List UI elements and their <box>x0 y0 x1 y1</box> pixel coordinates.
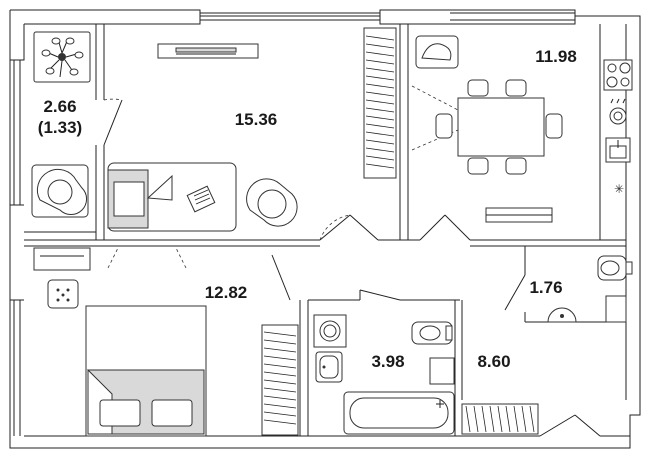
sink-icon <box>605 137 631 163</box>
wc-toilet-icon <box>597 255 633 281</box>
oven-icon <box>609 98 627 125</box>
hallway-fixtures <box>461 255 633 435</box>
kitchen-furniture: ✳ <box>411 35 633 223</box>
living-furniture <box>33 27 397 271</box>
dining-table-icon <box>435 79 563 175</box>
armchair-icon <box>36 168 88 216</box>
armchair-icon <box>246 178 298 227</box>
interior-walls <box>24 24 626 436</box>
wardrobe-hatch <box>461 403 539 435</box>
washbasin-icon <box>315 351 343 383</box>
living-room-area-label: 15.36 <box>234 110 278 129</box>
tv-icon <box>157 43 259 59</box>
balcony-furniture <box>31 31 91 218</box>
stove-icon <box>603 59 633 91</box>
safe-icon <box>47 279 79 309</box>
balcony-reduced-area-label: (1.33) <box>37 118 83 137</box>
appliance-star-icon: ✳ <box>614 182 624 196</box>
doors <box>103 98 601 437</box>
bedroom-furniture <box>47 279 299 437</box>
toilet-icon <box>411 321 453 345</box>
laptop-icon <box>186 185 216 213</box>
washing-machine-icon <box>313 314 347 348</box>
bathtub-icon <box>343 391 455 435</box>
bedroom-area-label: 12.82 <box>204 283 248 302</box>
wc-basin-icon <box>547 307 577 323</box>
chair-icon <box>415 35 459 69</box>
hallway-area-label: 8.60 <box>477 352 511 371</box>
bathroom-fixtures <box>313 314 455 435</box>
bathroom-area-label: 3.98 <box>371 352 405 371</box>
balcony-area-label: 2.66 <box>43 97 77 116</box>
wardrobe-hatch <box>261 324 299 436</box>
wardrobe-hatch <box>363 27 397 179</box>
radiator-icon <box>485 207 553 223</box>
toilet-area-label: 1.76 <box>529 278 563 297</box>
plant-icon <box>41 37 84 78</box>
desk-icon <box>107 162 237 232</box>
kitchen-area-label: 11.98 <box>535 47 577 66</box>
bed-icon <box>85 305 207 437</box>
